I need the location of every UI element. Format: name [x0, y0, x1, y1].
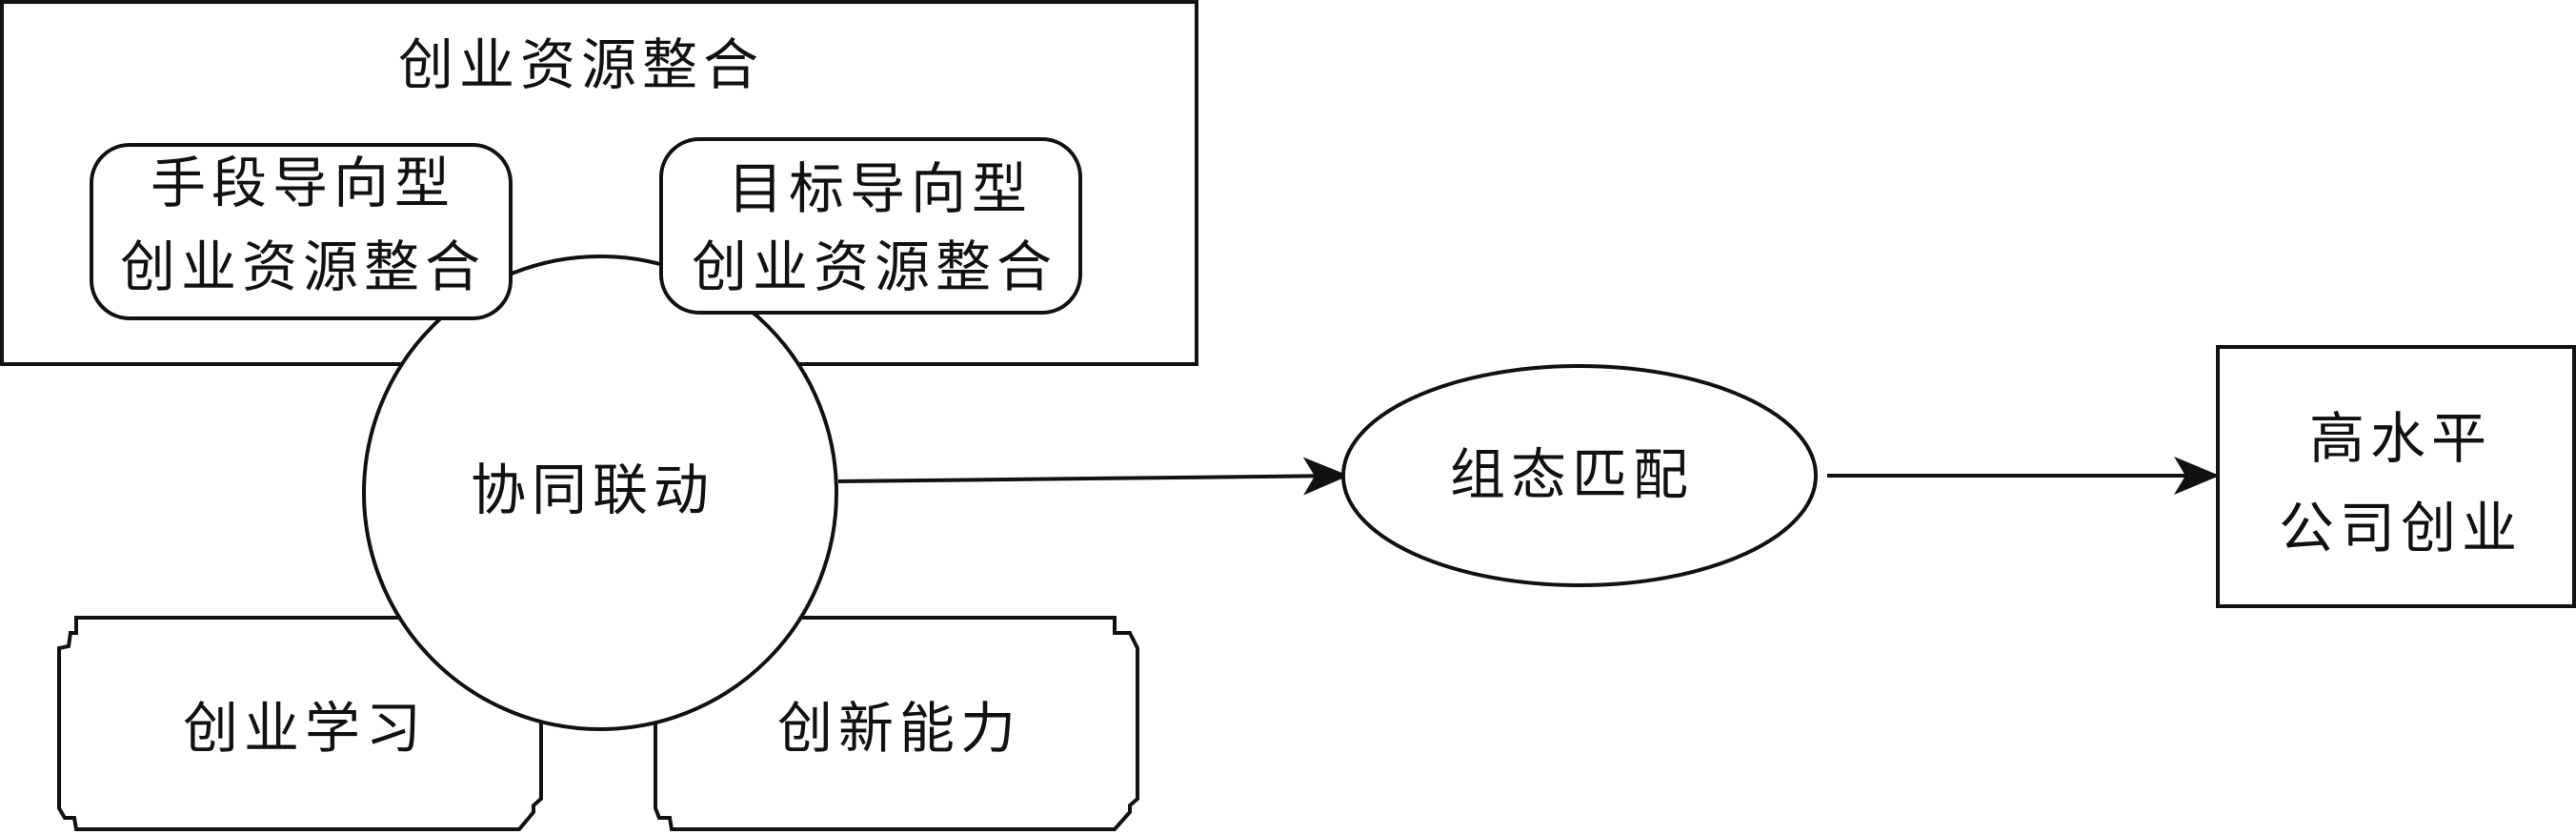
innovation-label: 创新能力 [777, 696, 1021, 761]
configuration-ellipse [1341, 364, 1818, 587]
configuration-label: 组态匹配 [1450, 442, 1694, 507]
goal-oriented-line1: 目标导向型 [728, 156, 1033, 221]
resource-integration-title: 创业资源整合 [398, 32, 764, 97]
goal-oriented-line2: 创业资源整合 [692, 234, 1057, 299]
synergy-circle [362, 255, 838, 731]
outcome-line1: 高水平 [2309, 406, 2492, 471]
arrow-synergy-to-config [837, 457, 1349, 496]
outcome-box [2216, 345, 2576, 608]
means-oriented-box [90, 143, 513, 320]
means-oriented-line1: 手段导向型 [151, 151, 455, 215]
outcome-line2: 公司创业 [2279, 496, 2523, 560]
learning-label: 创业学习 [183, 696, 427, 761]
goal-oriented-box [659, 137, 1082, 315]
means-oriented-line2: 创业资源整合 [120, 234, 486, 299]
synergy-label: 协同联动 [471, 458, 714, 522]
